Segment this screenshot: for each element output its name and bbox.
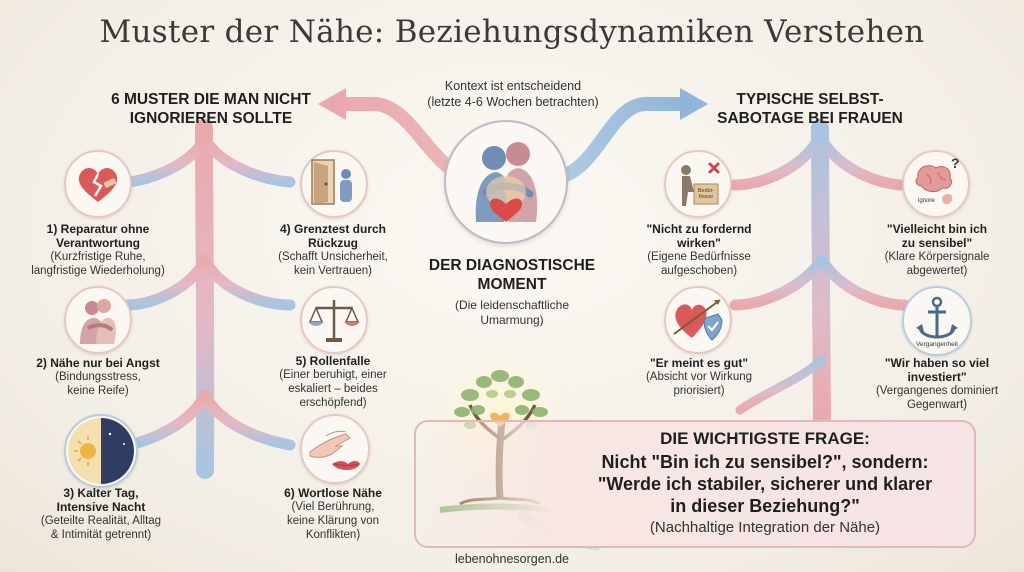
pattern-4-desc-2: kein Vertrauen) [294, 265, 372, 277]
pattern-item-5: 5) Rollenfalle (Einer beruhigt, einer es… [258, 354, 408, 410]
key-question-heading: DIE WICHTIGSTE FRAGE: [660, 429, 870, 448]
diagnostic-subtitle-line-1: (Die leidenschaftliche [454, 298, 570, 312]
key-question-box [414, 420, 976, 548]
pattern-item-6: 6) Wortlose Nähe (Viel Berührung, keine … [258, 486, 408, 542]
page-title: Muster der Nähe: Beziehungsdynamiken Ver… [99, 14, 925, 50]
pattern-2-desc-2: keine Reife) [67, 385, 129, 397]
context-line-2: (letzte 4-6 Wochen betrachten) [427, 95, 599, 109]
pattern-3-label: 3) Kalter Tag,Intensive Nacht [56, 486, 146, 514]
footer-url: lebenohnesorgen.de [455, 552, 569, 566]
left-heading-line-2: IGNORIEREN SOLLTE [129, 110, 293, 127]
left-flow [122, 119, 296, 479]
pattern-item-3: 3) Kalter Tag,Intensive Nacht (Geteilte … [26, 486, 176, 542]
key-question-body: Nicht "Bin ich zu sensibel?", sondern: "… [560, 451, 970, 517]
pattern-5-desc-2: eskaliert – beides [288, 383, 378, 395]
door-icon [300, 150, 368, 218]
sabotage-2-desc-2: abgewertet) [906, 265, 968, 277]
diagnostic-title-line-1: DER DIAGNOSTISCHE [428, 257, 596, 274]
pattern-6-desc-3: Konflikten) [305, 529, 361, 541]
key-question-line-1: Nicht "Bin ich zu sensibel?", sondern: [601, 452, 929, 472]
svg-text:?: ? [951, 155, 960, 171]
diagnostic-title-line-2: MOMENT [477, 276, 547, 293]
pattern-item-2: 2) Nähe nur bei Angst (Bindungsstress, k… [28, 356, 168, 398]
pattern-6-desc-1: (Viel Berührung, [291, 501, 375, 513]
sabotage-3-desc-2: priorisiert) [673, 385, 725, 397]
pattern-3-desc-2: & Intimität getrennt) [50, 529, 152, 541]
heart-shield-icon [664, 286, 732, 354]
sabotage-item-3: "Er meint es gut" (Absicht vor Wirkung p… [624, 356, 774, 398]
diagnostic-subtitle-line-2: Umarmung) [480, 313, 544, 327]
pattern-4-desc-1: (Schafft Unsicherheit, [278, 251, 388, 263]
context-note: Kontext ist entscheidend (letzte 4-6 Woc… [398, 78, 628, 110]
left-heading: 6 MUSTER DIE MAN NICHT IGNORIEREN SOLLTE [96, 90, 326, 128]
right-heading-line-1: TYPISCHE SELBST- [736, 91, 884, 108]
sabotage-3-label: "Er meint es gut" [649, 356, 749, 370]
pattern-6-label: 6) Wortlose Nähe [284, 486, 382, 500]
sabotage-3-desc-1: (Absicht vor Wirkung [645, 371, 753, 383]
sabotage-1-desc-2: aufgeschoben) [660, 265, 738, 277]
pattern-3-desc-1: (Geteilte Realität, Alltag [40, 515, 162, 527]
anchor-icon-text: Vergangenheit [916, 341, 958, 348]
arrow-right-head [680, 88, 708, 120]
pattern-1-desc-2: langfristige Wiederholung) [31, 265, 165, 277]
right-flow [729, 119, 911, 429]
scales-icon [300, 286, 368, 354]
box-icon-text-1: Bedür- [698, 188, 715, 194]
diagnostic-title: DER DIAGNOSTISCHE MOMENT [404, 256, 620, 294]
right-heading-line-2: SABOTAGE BEI FRAUEN [717, 110, 903, 127]
diagnostic-moment: DER DIAGNOSTISCHE MOMENT (Die leidenscha… [404, 256, 620, 328]
diagnostic-subtitle: (Die leidenschaftliche Umarmung) [404, 298, 620, 328]
sabotage-2-desc-1: (Klare Körpersignale [884, 251, 990, 263]
embrace-center-icon [444, 120, 568, 244]
pattern-2-desc-1: (Bindungsstress, [55, 371, 141, 383]
brain-icon: ? ignore [902, 150, 970, 218]
pattern-1-desc-1: (Kurzfristige Ruhe, [50, 251, 146, 263]
hands-lips-icon [300, 414, 370, 484]
pattern-5-label: 5) Rollenfalle [295, 354, 371, 368]
right-heading: TYPISCHE SELBST- SABOTAGE BEI FRAUEN [700, 90, 920, 128]
arrow-right [549, 96, 692, 185]
brain-icon-text: ignore [918, 198, 935, 204]
key-question-line-3: in dieser Beziehung?" [670, 496, 860, 516]
embrace-icon [64, 286, 132, 354]
pattern-2-label: 2) Nähe nur bei Angst [36, 356, 160, 370]
sabotage-1-desc-1: (Eigene Bedürfnisse [647, 251, 751, 263]
left-heading-line-1: 6 MUSTER DIE MAN NICHT [111, 91, 311, 108]
sabotage-4-desc-2: Gegenwart) [906, 399, 968, 411]
key-question-line-2: "Werde ich stabiler, sicherer und klarer [597, 474, 933, 494]
sabotage-4-desc-1: (Vergangenes dominiert [875, 385, 999, 397]
pattern-5-desc-1: (Einer beruhigt, einer [279, 369, 387, 381]
pattern-5-desc-3: erschöpfend) [299, 397, 367, 409]
broken-heart-icon [64, 150, 132, 218]
context-line-1: Kontext ist entscheidend [444, 79, 582, 93]
key-question-subtitle: (Nachhaltige Integration der Nähe) [649, 519, 881, 536]
pattern-6-desc-2: keine Klärung von [286, 515, 380, 527]
box-icon: Bedür-fnisse [664, 150, 732, 218]
sun-moon-icon [64, 414, 138, 488]
anchor-icon: Vergangenheit [902, 286, 972, 356]
arrow-left-head [318, 88, 346, 120]
box-icon-text-2: fnisse [699, 194, 713, 200]
